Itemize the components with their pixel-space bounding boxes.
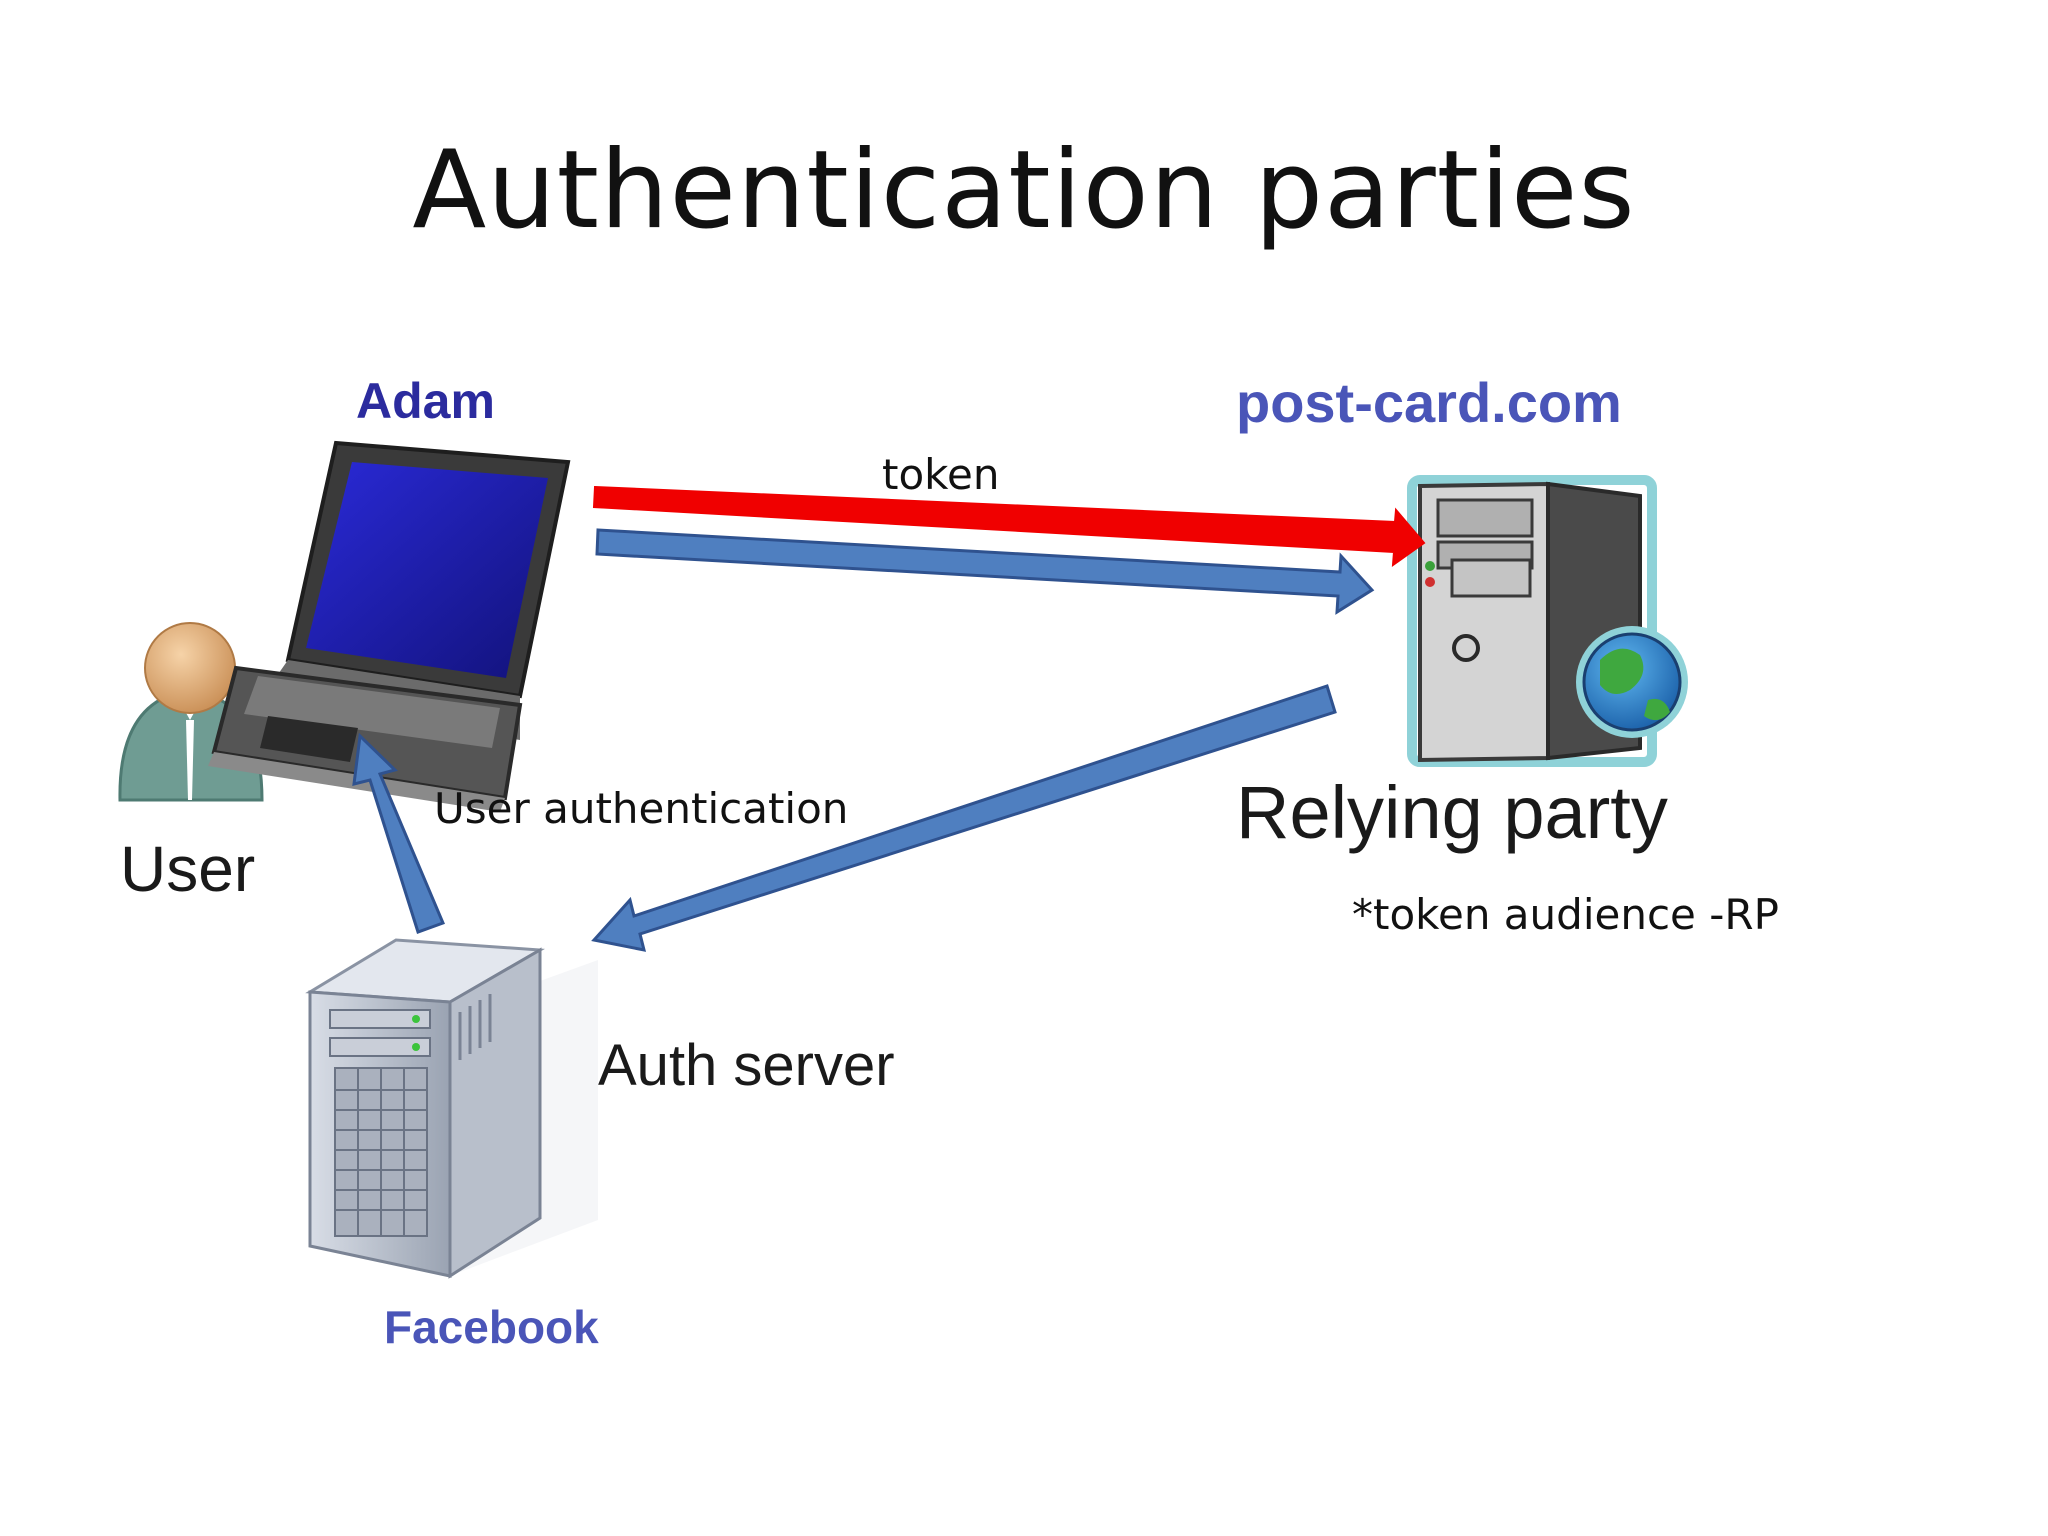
server-globe-icon <box>1407 475 1688 767</box>
relying-party-label: Relying party <box>1236 771 1668 854</box>
rp-to-auth-arrow <box>591 684 1337 952</box>
laptop-to-rp-arrow <box>595 528 1375 615</box>
facebook-label: Facebook <box>384 1301 599 1353</box>
token-arrow <box>592 485 1426 568</box>
auth-to-laptop-arrow <box>352 732 445 934</box>
token-label: token <box>882 450 1000 499</box>
auth-server-label: Auth server <box>598 1033 895 1098</box>
user-authentication-label: User authentication <box>434 784 849 833</box>
page-title: Authentication parties <box>412 128 1636 253</box>
server-tower-icon <box>305 938 598 1279</box>
user-label: User <box>120 833 256 905</box>
post-card-label: post-card.com <box>1236 371 1622 434</box>
laptop-icon <box>208 440 571 812</box>
adam-label: Adam <box>356 373 495 429</box>
token-audience-label: *token audience -RP <box>1352 890 1779 939</box>
